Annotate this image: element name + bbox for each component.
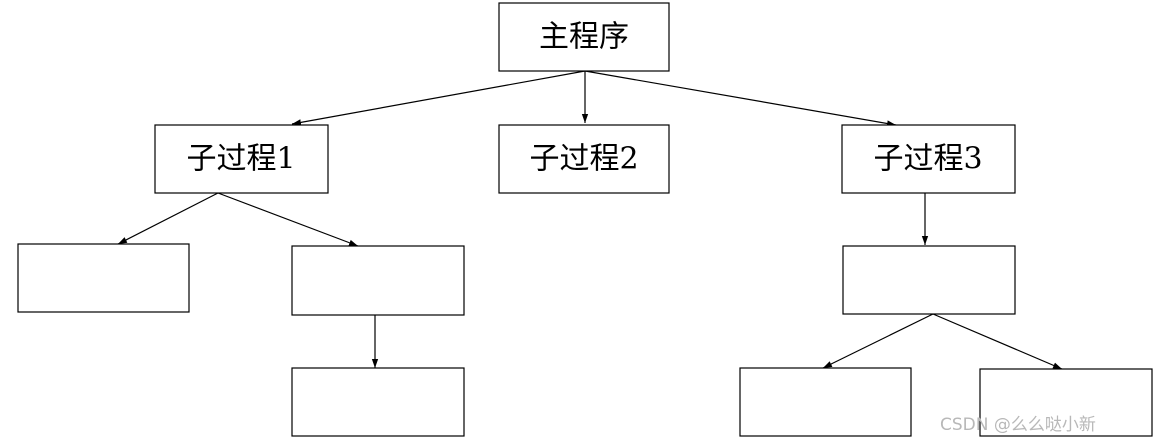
node-subprocess-1-label: 子过程1: [186, 142, 295, 177]
edge-main-to-sub3: [584, 70, 897, 127]
node-subprocess-1: 子过程1: [154, 124, 329, 194]
node-main-program: 主程序: [498, 2, 670, 72]
node-subprocess-3: 子过程3: [841, 124, 1016, 194]
edge-sub1-to-child-right: [217, 192, 359, 247]
node-sub1-child-right-child: [291, 367, 465, 437]
edge-main-to-sub1: [291, 70, 586, 126]
node-sub1-child-right: [291, 245, 465, 316]
node-sub3-child-left: [739, 367, 912, 437]
node-subprocess-2-label: 子过程2: [529, 142, 638, 177]
edge-sub3-child-to-right: [932, 313, 1063, 370]
node-subprocess-3-label: 子过程3: [873, 142, 982, 177]
edge-sub1-to-child-left: [117, 192, 219, 245]
node-sub1-child-left: [17, 243, 190, 313]
edge-sub3-child-to-left: [822, 313, 934, 369]
node-sub3-child-right: [979, 368, 1153, 437]
node-subprocess-2: 子过程2: [498, 124, 670, 194]
node-main-program-label: 主程序: [539, 20, 629, 55]
csdn-watermark: CSDN @么么哒小新: [940, 415, 1096, 435]
edges-layer: [117, 70, 1063, 370]
node-sub3-child: [842, 245, 1016, 315]
